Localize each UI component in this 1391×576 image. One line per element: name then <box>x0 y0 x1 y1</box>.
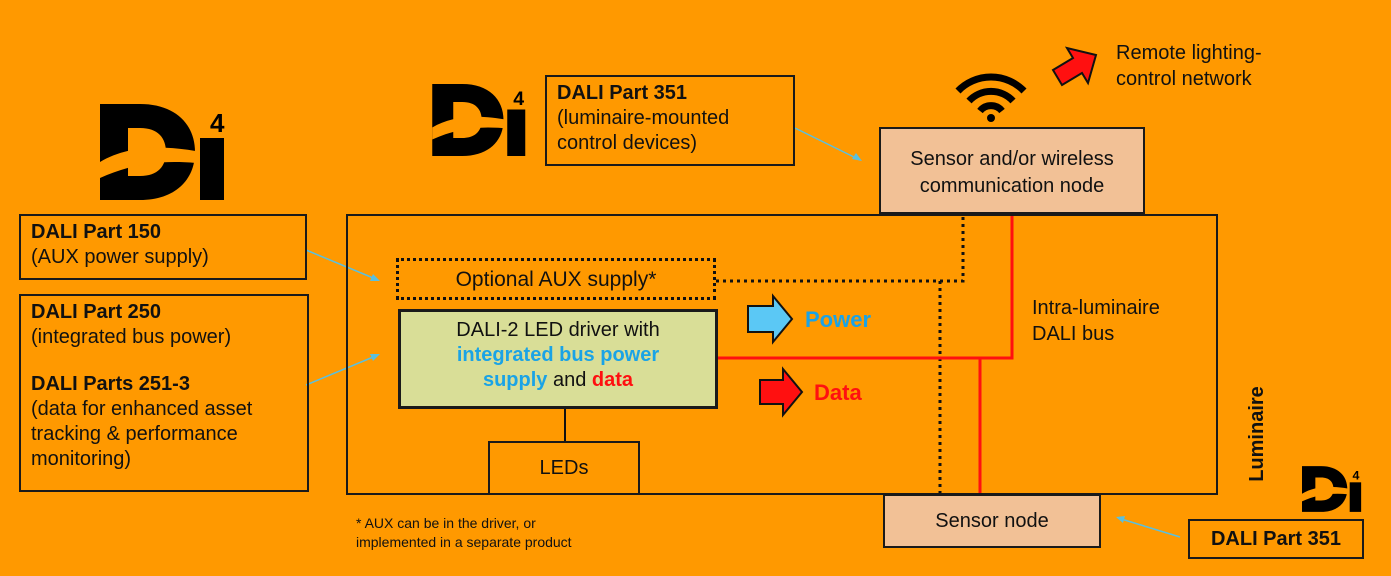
part251-line2: tracking & performance <box>31 423 238 445</box>
remote-network-label: Remote lighting- control network <box>1116 40 1262 92</box>
sensor-wireless-line1: Sensor and/or wireless <box>910 148 1114 170</box>
luminaire-label: Luminaire <box>1246 386 1268 482</box>
part351-top-line1: (luminaire-mounted <box>557 107 730 129</box>
bus-line1: Intra-luminaire <box>1032 297 1160 319</box>
leds-box: LEDs <box>488 441 640 495</box>
sensor-node: Sensor node <box>883 494 1101 548</box>
part251-title: DALI Parts 251-3 <box>31 373 190 395</box>
pointer-line-250 <box>305 354 379 386</box>
part150-label: DALI Part 150 (AUX power supply) <box>19 214 307 280</box>
data-arrow-icon <box>759 366 804 418</box>
aux-supply-box: Optional AUX supply* <box>396 258 716 300</box>
dali-logo-icon: 4 <box>1302 466 1362 512</box>
svg-text:4: 4 <box>210 108 225 138</box>
sensor-wireless-node: Sensor and/or wireless communication nod… <box>879 127 1145 214</box>
power-label: Power <box>805 307 872 332</box>
remote-line2: control network <box>1116 68 1252 90</box>
power-arrow-icon <box>747 293 794 345</box>
footnote: * AUX can be in the driver, or implement… <box>356 514 572 552</box>
wifi-icon <box>955 73 1027 114</box>
driver-data-text: data <box>591 369 634 391</box>
driver-blue-line: integrated bus power <box>456 344 660 366</box>
part351-top-line2: control devices) <box>557 132 698 154</box>
pointer-line-351-bottom <box>1117 517 1181 538</box>
driver-line1: DALI-2 LED driver with <box>456 319 660 341</box>
remote-line1: Remote lighting- <box>1116 42 1262 64</box>
dali-bus-line <box>716 214 1014 360</box>
bus-line2: DALI bus <box>1032 323 1115 345</box>
luminaire-box <box>346 214 1218 495</box>
led-driver-box: DALI-2 LED driver with integrated bus po… <box>398 309 718 409</box>
footnote-line2: implemented in a separate product <box>356 534 572 550</box>
part150-title: DALI Part 150 <box>31 221 162 243</box>
driver-and-text: and <box>552 369 587 391</box>
part351-top-label: DALI Part 351 (luminaire-mounted control… <box>545 75 795 166</box>
driver-supply-text: supply <box>482 369 548 391</box>
svg-text:4: 4 <box>1353 468 1360 482</box>
part250-title: DALI Part 250 <box>31 301 162 323</box>
svg-text:4: 4 <box>513 88 524 110</box>
dali-logo-icon: 4 <box>100 104 225 200</box>
part351-top-title: DALI Part 351 <box>557 82 688 104</box>
footnote-line1: * AUX can be in the driver, or <box>356 515 536 531</box>
pointer-line-150 <box>305 249 379 281</box>
part250-line1: (integrated bus power) <box>31 326 232 348</box>
pointer-line-351-top <box>794 127 861 161</box>
bus-label: Intra-luminaire DALI bus <box>1032 295 1160 347</box>
sensor-wireless-line2: communication node <box>919 175 1105 197</box>
aux-dotted-line <box>716 214 965 283</box>
part251-line3: monitoring) <box>31 448 132 470</box>
part250-label: DALI Part 250 (integrated bus power) DAL… <box>19 294 309 492</box>
part351-bottom-label: DALI Part 351 <box>1188 519 1364 559</box>
part251-line1: (data for enhanced asset <box>31 398 253 420</box>
part150-line1: (AUX power supply) <box>31 246 209 268</box>
dali-logo-icon: 4 <box>432 84 526 156</box>
data-label: Data <box>814 380 862 405</box>
remote-arrow-icon <box>1051 46 1098 87</box>
